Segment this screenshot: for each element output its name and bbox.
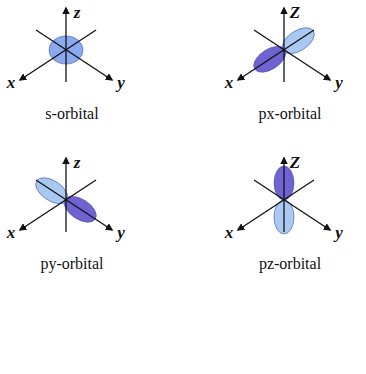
orbital-caption: py-orbital — [40, 256, 103, 272]
axis-label: Z — [290, 154, 300, 171]
axis-label: x — [225, 224, 234, 241]
axis-label: x — [7, 224, 16, 241]
axis-label: z — [74, 154, 81, 171]
axis-line — [20, 180, 96, 230]
axis-line — [254, 30, 330, 80]
axis-label: y — [117, 74, 125, 91]
axis-label: y — [117, 224, 125, 241]
axis-label: Z — [290, 4, 300, 21]
axis-line — [254, 180, 330, 230]
axis-line — [283, 8, 284, 82]
axis-line — [238, 180, 314, 230]
axis-line — [65, 158, 66, 232]
orbital-caption: s-orbital — [45, 106, 98, 122]
axis-label: z — [74, 4, 81, 21]
axis-line — [65, 8, 66, 82]
axis-label: x — [7, 74, 16, 91]
orbital-caption: px-orbital — [258, 106, 321, 122]
axis-label: y — [335, 74, 343, 91]
orbital-caption: pz-orbital — [259, 256, 321, 272]
axis-line — [36, 180, 112, 230]
axis-line — [238, 30, 314, 80]
axis-label: y — [335, 224, 343, 241]
axis-line — [20, 30, 96, 80]
axis-line — [36, 30, 112, 80]
axis-line — [283, 158, 284, 232]
axis-label: x — [225, 74, 234, 91]
